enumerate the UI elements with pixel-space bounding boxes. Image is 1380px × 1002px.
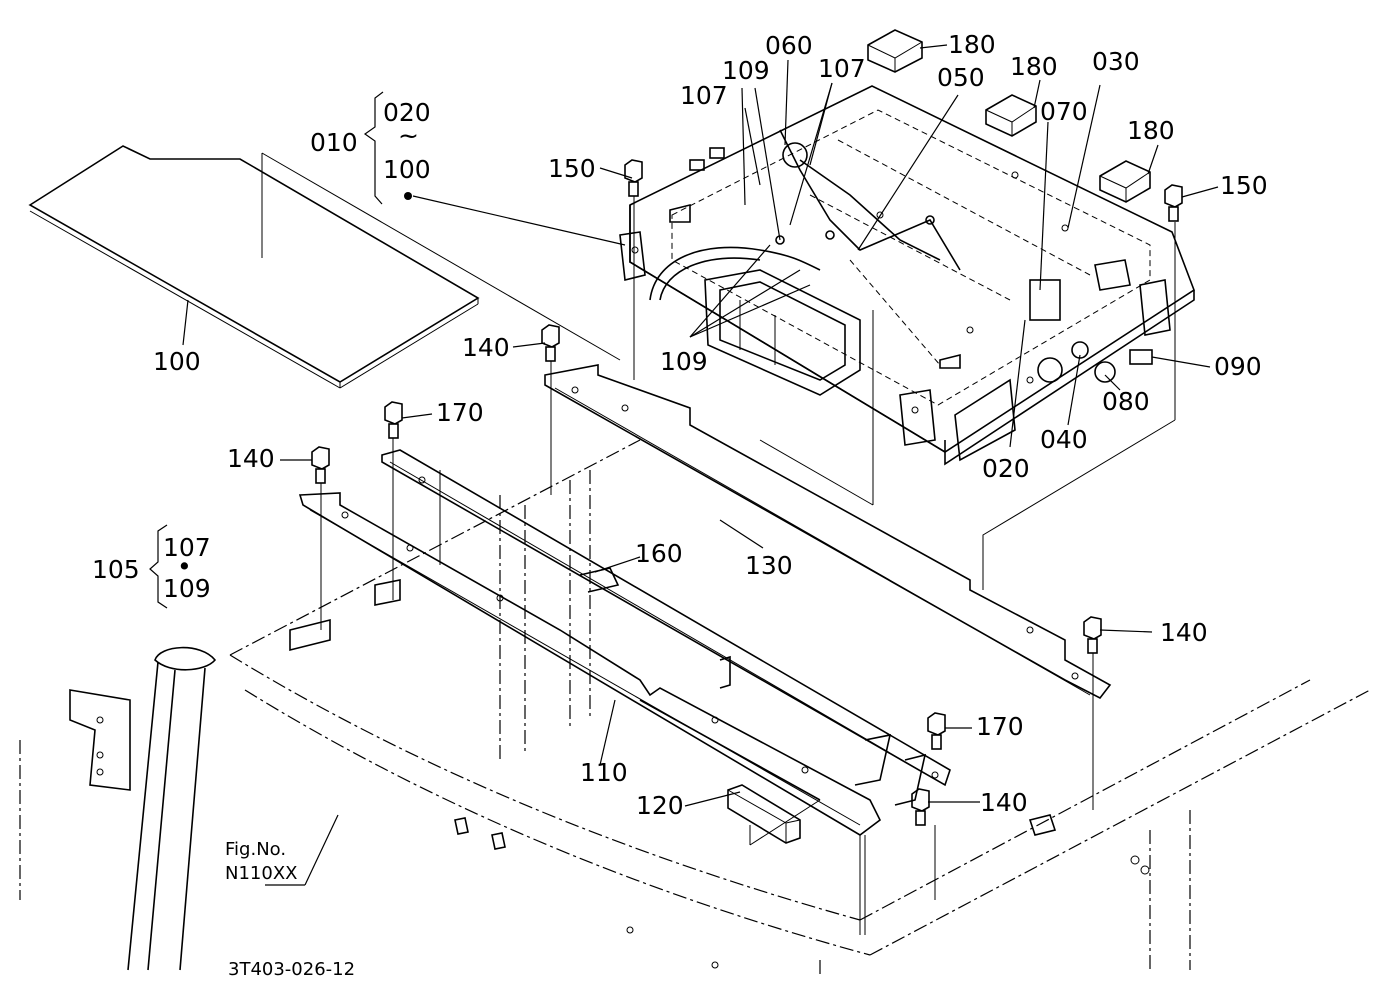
callout-107-b: 107: [818, 54, 866, 83]
block-120: [727, 784, 801, 844]
cabin-frame: [19, 439, 1371, 975]
callout-dot: •: [177, 552, 192, 581]
callout-020-a: 020: [383, 98, 431, 127]
bolt-170-a: [384, 401, 403, 439]
callout-140-b: 140: [227, 444, 275, 473]
callout-110: 110: [580, 758, 628, 787]
callout-109-c: 109: [163, 574, 211, 603]
figure-ref-line2: N110XX: [225, 863, 297, 884]
pad-180-a: [867, 29, 923, 73]
callout-105: 105: [92, 555, 140, 584]
callout-140-a: 140: [462, 333, 510, 362]
bolt-140-c: [1083, 616, 1102, 654]
callout-100-a: 100: [383, 155, 431, 184]
bolt-150-a: [624, 159, 643, 197]
callout-090: 090: [1214, 352, 1262, 381]
drawing-code: 3T403-026-12: [228, 959, 355, 980]
callout-160: 160: [635, 539, 683, 568]
callout-170-a: 170: [436, 398, 484, 427]
callout-130: 130: [745, 551, 793, 580]
callout-107-c: 107: [163, 533, 211, 562]
callout-180-a: 180: [948, 30, 996, 59]
callout-tilde: ~: [398, 121, 419, 150]
rail-110: [298, 492, 882, 836]
callout-140-d: 140: [980, 788, 1028, 817]
callout-180-c: 180: [1127, 116, 1175, 145]
callout-107-a: 107: [680, 81, 728, 110]
callout-109-a: 109: [722, 56, 770, 85]
callout-100-b: 100: [153, 347, 201, 376]
callout-150-a: 150: [548, 154, 596, 183]
bolt-150-b: [1164, 184, 1183, 222]
sheet-panel-100: [28, 145, 480, 389]
callout-010: 010: [310, 128, 358, 157]
leader-lines: [149, 44, 1219, 886]
figure-ref-line1: Fig.No.: [225, 839, 286, 860]
bolt-140-d: [911, 788, 930, 826]
bolt-140-b: [311, 446, 330, 484]
rail-130: [544, 364, 1112, 700]
pad-180-c: [1099, 160, 1151, 203]
callout-020-b: 020: [982, 454, 1030, 483]
pad-180-b: [985, 94, 1037, 137]
bolt-170-b: [927, 712, 946, 750]
callout-060: 060: [765, 31, 813, 60]
callout-170-b: 170: [976, 712, 1024, 741]
callout-050: 050: [937, 63, 985, 92]
callout-070: 070: [1040, 97, 1088, 126]
callout-140-c: 140: [1160, 618, 1208, 647]
rail-160: [381, 449, 951, 806]
callout-030: 030: [1092, 47, 1140, 76]
callout-109-b: 109: [660, 347, 708, 376]
reference-lines: [320, 196, 1176, 935]
callout-labels: 180 180 180 060 107 109 107 050 070 030 …: [92, 30, 1268, 980]
unit-030: [619, 85, 1195, 466]
callout-120: 120: [636, 791, 684, 820]
callout-150-b: 150: [1220, 171, 1268, 200]
callout-040: 040: [1040, 425, 1088, 454]
callout-180-b: 180: [1010, 52, 1058, 81]
callout-080: 080: [1102, 387, 1150, 416]
